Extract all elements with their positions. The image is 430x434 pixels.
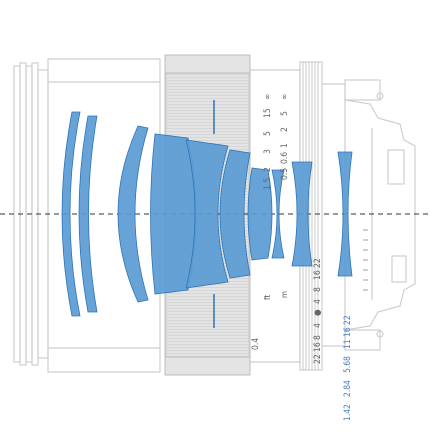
distance-unit-m: m xyxy=(280,291,289,298)
lens-element-4 xyxy=(150,133,197,295)
ap-values-item: 22 xyxy=(343,315,353,325)
dof-values-item: 8 xyxy=(313,287,323,292)
m-values-item: 2 xyxy=(280,127,290,132)
dof-values-item: 16 xyxy=(313,270,323,280)
distance-unit-ft: ft xyxy=(263,295,272,300)
aperture-ring-ticks xyxy=(363,229,368,291)
dof-values-item: 4 xyxy=(313,299,323,304)
m-values-item: 0.5 xyxy=(280,168,290,180)
ft-values-item: 15 xyxy=(263,108,273,118)
m-values-item: 5 xyxy=(280,111,290,116)
distance-scale-m-values: ∞ 5 2 1 0.6 0.5 xyxy=(280,94,290,180)
dof-values-item: ● xyxy=(313,309,323,316)
dof-values-item: 4 xyxy=(313,323,323,328)
dof-values-item: 22 xyxy=(313,354,323,364)
lens-element-2 xyxy=(78,115,98,313)
ft-values-item: 2 xyxy=(263,167,273,172)
m-values-item: ∞ xyxy=(280,94,290,100)
ap-values-item: 2 xyxy=(343,404,353,409)
dof-scale: 22 16 8 4 ● 4 8 16 22 xyxy=(313,258,323,364)
lens-element-8 xyxy=(271,169,285,259)
focus-ring-top-band xyxy=(164,54,251,74)
lens-element-6 xyxy=(219,149,251,279)
ap-values-item: 1.4 xyxy=(343,409,353,421)
lens-element-7 xyxy=(247,167,273,261)
ft-values-item: 3 xyxy=(263,149,273,154)
aperture-ring-bottom xyxy=(344,329,381,351)
m-values-item: 1 xyxy=(280,143,290,148)
rear-barrel xyxy=(322,83,346,347)
ft-values-item: 1.5 xyxy=(263,178,273,190)
barrel-front-body xyxy=(47,58,161,373)
focus-ring-bottom-band xyxy=(164,356,251,376)
ap-values-item: 16 xyxy=(343,327,353,337)
lens-element-9 xyxy=(291,161,313,267)
ft-values-item: 5 xyxy=(263,131,273,136)
mount-screw-top xyxy=(376,92,384,100)
dof-scale-values: 22 16 8 4 ● 4 8 16 22 xyxy=(313,258,323,364)
lens-element-5 xyxy=(185,139,229,289)
aperture-scale: 22 16 11 85.6 42.8 21.4 xyxy=(343,229,368,421)
bayonet-mount xyxy=(344,99,416,331)
ap-values-item: 8 xyxy=(343,356,353,361)
lens-elements xyxy=(61,111,353,317)
dof-values-item: 22 xyxy=(313,258,323,268)
distance-scale: ∞ 15 5 3 2 1.5 ∞ 5 2 1 0.6 0.5 ft m 0.4 xyxy=(251,94,290,350)
lens-element-10 xyxy=(337,151,353,277)
mount-lever-lower xyxy=(391,255,407,283)
ap-values-item: 5.6 xyxy=(343,361,353,373)
mount-screw-bottom xyxy=(376,330,384,338)
lens-element-3 xyxy=(117,125,149,303)
ft-values-item: ∞ xyxy=(263,94,273,100)
ap-values-item: 2.8 xyxy=(343,385,353,397)
dof-values-item: 8 xyxy=(313,335,323,340)
distance-scale-near-mark: 0.4 xyxy=(251,338,261,350)
dof-values-item: 16 xyxy=(313,342,323,352)
aperture-ring-top xyxy=(344,79,381,101)
lens-element-1 xyxy=(61,111,81,317)
m-values-item: 0.6 xyxy=(280,152,290,164)
distance-scale-ft-values: ∞ 15 5 3 2 1.5 xyxy=(263,94,273,190)
ap-values-item: 11 xyxy=(343,339,353,349)
mount-lever-upper xyxy=(387,149,405,185)
ap-values-item: 4 xyxy=(343,380,353,385)
aperture-scale-values: 22 16 11 85.6 42.8 21.4 xyxy=(343,315,353,421)
